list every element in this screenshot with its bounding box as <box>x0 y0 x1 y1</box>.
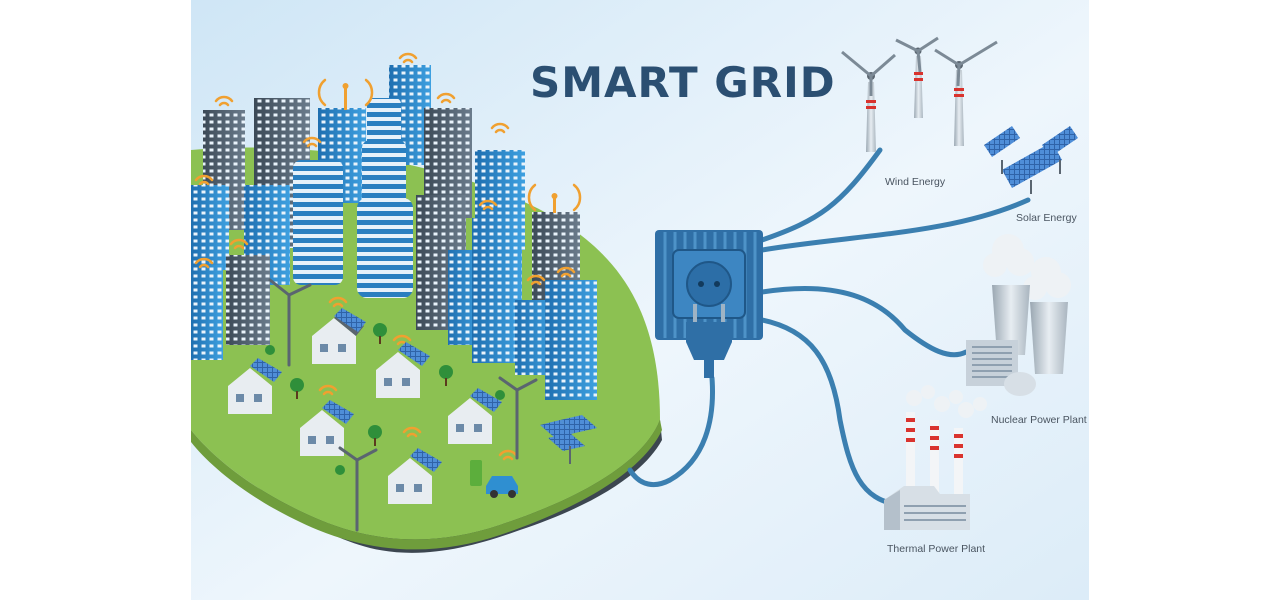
thermal-power-plant-label: Thermal Power Plant <box>887 543 986 555</box>
ground-solar-array <box>540 415 597 464</box>
solar-panel-array <box>984 126 1078 194</box>
solar-energy-label: Solar Energy <box>1016 212 1077 224</box>
power-cables <box>627 147 1031 508</box>
wind-turbines <box>841 36 998 152</box>
power-socket <box>655 230 763 340</box>
wind-energy-label: Wind Energy <box>885 176 946 188</box>
nuclear-power-plant-label: Nuclear Power Plant <box>991 414 1087 426</box>
solar-houses <box>228 308 502 504</box>
nuclear-power-plant <box>966 234 1071 396</box>
city-buildings <box>191 65 597 400</box>
page-title: SMART GRID <box>530 58 836 107</box>
city-wind-turbines <box>268 278 538 532</box>
wifi-signal-icons <box>194 52 582 461</box>
electric-car-icon <box>470 460 518 498</box>
thermal-power-plant <box>884 385 987 530</box>
power-plug <box>686 304 732 378</box>
